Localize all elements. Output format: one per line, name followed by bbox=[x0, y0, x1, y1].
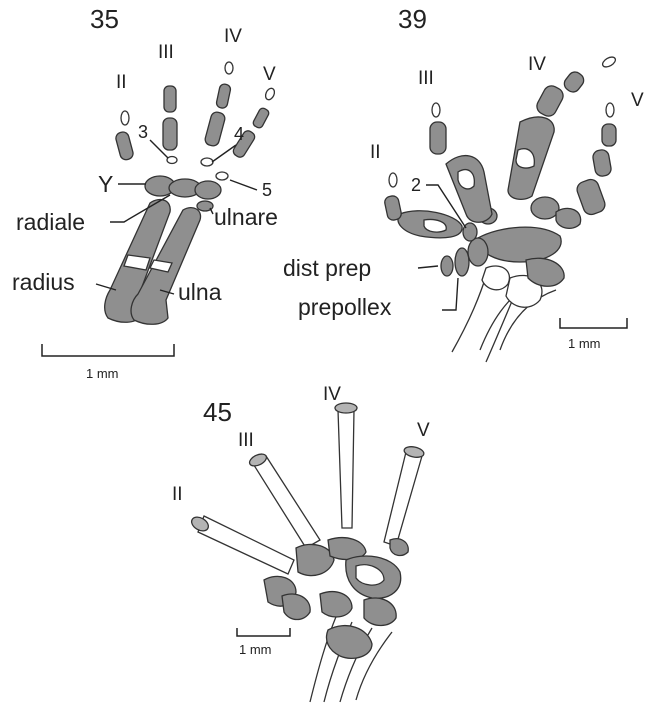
digit-II-metacarpal bbox=[198, 516, 294, 574]
stage-45-bones bbox=[189, 403, 425, 702]
carpal-3-label: 3 bbox=[138, 122, 148, 142]
stage-39-digit-V: V bbox=[631, 90, 644, 111]
stage-39-panel: 39 bbox=[283, 4, 644, 362]
stage-35-scale-bar bbox=[42, 344, 174, 356]
stage-45-digit-IV: IV bbox=[323, 384, 341, 405]
carpal-3 bbox=[167, 157, 177, 164]
prepollex-bone bbox=[455, 248, 469, 276]
ulnare-label: ulnare bbox=[214, 204, 278, 230]
stage-39-bones bbox=[384, 55, 617, 362]
prepollex-label: prepollex bbox=[298, 294, 392, 320]
stage-39-scale-label: 1 mm bbox=[568, 336, 601, 351]
digit-IV-metacarpal bbox=[338, 410, 354, 528]
stage-39-digit-III: III bbox=[418, 68, 434, 89]
ulna-label: ulna bbox=[178, 279, 222, 305]
stage-35-panel: 35 bbox=[12, 4, 278, 381]
stage-35-scale-label: 1 mm bbox=[86, 366, 119, 381]
stage-45-digit-III: III bbox=[238, 430, 254, 451]
carpal-5-label: 5 bbox=[262, 180, 272, 200]
stage-35-number: 35 bbox=[90, 4, 119, 34]
stage-39-digit-II: II bbox=[370, 142, 381, 163]
digit-V-metacarpal bbox=[384, 452, 422, 546]
stage-45-digit-II: II bbox=[172, 484, 183, 505]
digit-III-metacarpal bbox=[252, 456, 320, 548]
stage-35-digit-III: III bbox=[158, 42, 174, 63]
carpal-5 bbox=[216, 172, 228, 180]
stage-35-digit-IV: IV bbox=[224, 26, 242, 47]
dist-prep-label: dist prep bbox=[283, 255, 371, 281]
stage-45-scale-label: 1 mm bbox=[239, 642, 272, 657]
stage-39-number: 39 bbox=[398, 4, 427, 34]
carpal-2-label: 2 bbox=[411, 175, 421, 195]
stage-45-number: 45 bbox=[203, 397, 232, 427]
stage-45-digit-V: V bbox=[417, 420, 430, 441]
stage-45-scale-bar bbox=[237, 628, 290, 636]
stage-39-digit-IV: IV bbox=[528, 54, 546, 75]
carpal-4-label: 4 bbox=[234, 124, 244, 144]
radiale-label: radiale bbox=[16, 209, 85, 235]
carpal-4 bbox=[201, 158, 213, 166]
stage-35-digit-V: V bbox=[263, 64, 276, 85]
stage-35-digit-II: II bbox=[116, 72, 127, 93]
radius-label: radius bbox=[12, 269, 75, 295]
y-label: Y bbox=[98, 171, 113, 197]
stage-45-panel: 45 bbox=[172, 384, 430, 702]
stage-39-scale-bar bbox=[560, 318, 627, 328]
dist-prep-bone bbox=[441, 256, 453, 276]
